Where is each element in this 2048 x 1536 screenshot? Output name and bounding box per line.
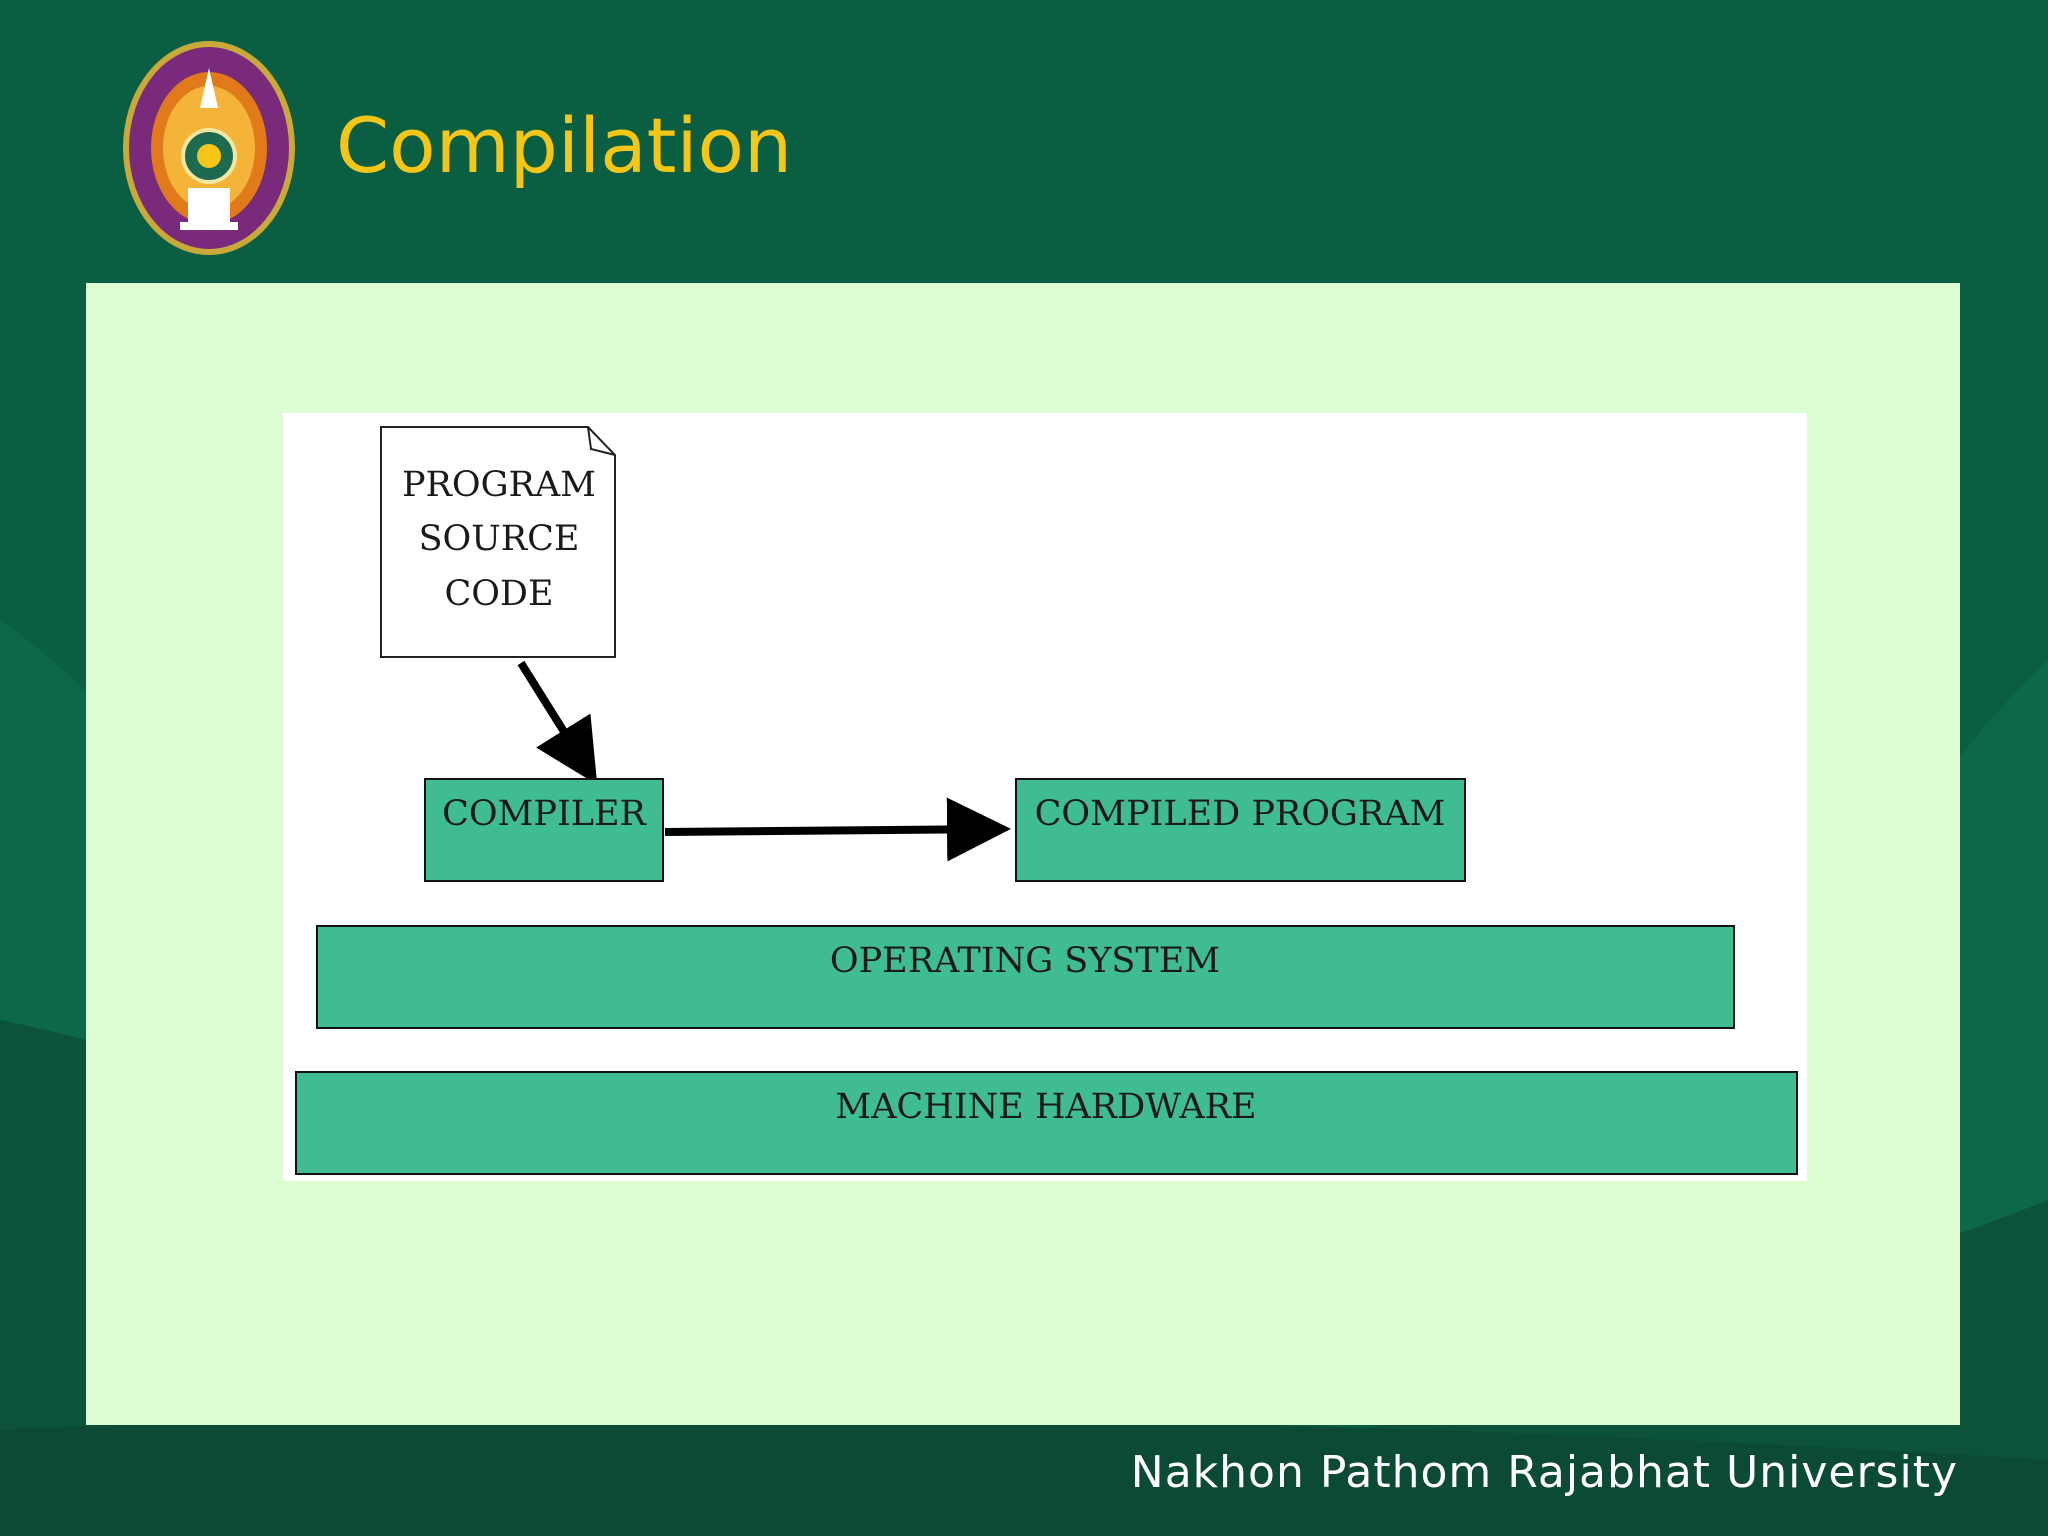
arrow-compiler-to-compiled [664,797,1011,862]
arrow-source-to-compiler [517,660,598,785]
footer-university-name: Nakhon Pathom Rajabhat University [1130,1447,1958,1498]
slide-title: Compilation [336,101,793,190]
source-code-line1: PROGRAM [402,465,596,505]
compiler-node: COMPILER [424,778,664,882]
university-seal-logo [123,41,295,255]
compilation-diagram: PROGRAM SOURCE CODE COMPILER COMPILED PR… [295,426,1798,1175]
compiled-program-node: COMPILED PROGRAM [1015,778,1466,882]
machine-hardware-label: MACHINE HARDWARE [835,1087,1256,1127]
machine-hardware-layer: MACHINE HARDWARE [295,1071,1798,1175]
source-code-node: PROGRAM SOURCE CODE [380,426,616,658]
source-code-line3: CODE [444,574,553,614]
source-code-line2: SOURCE [419,519,580,559]
compiled-program-label: COMPILED PROGRAM [1035,794,1446,834]
operating-system-layer: OPERATING SYSTEM [316,925,1735,1029]
operating-system-label: OPERATING SYSTEM [830,941,1220,981]
diagram-canvas: PROGRAM SOURCE CODE COMPILER COMPILED PR… [283,413,1807,1181]
compiler-label: COMPILER [442,794,647,834]
